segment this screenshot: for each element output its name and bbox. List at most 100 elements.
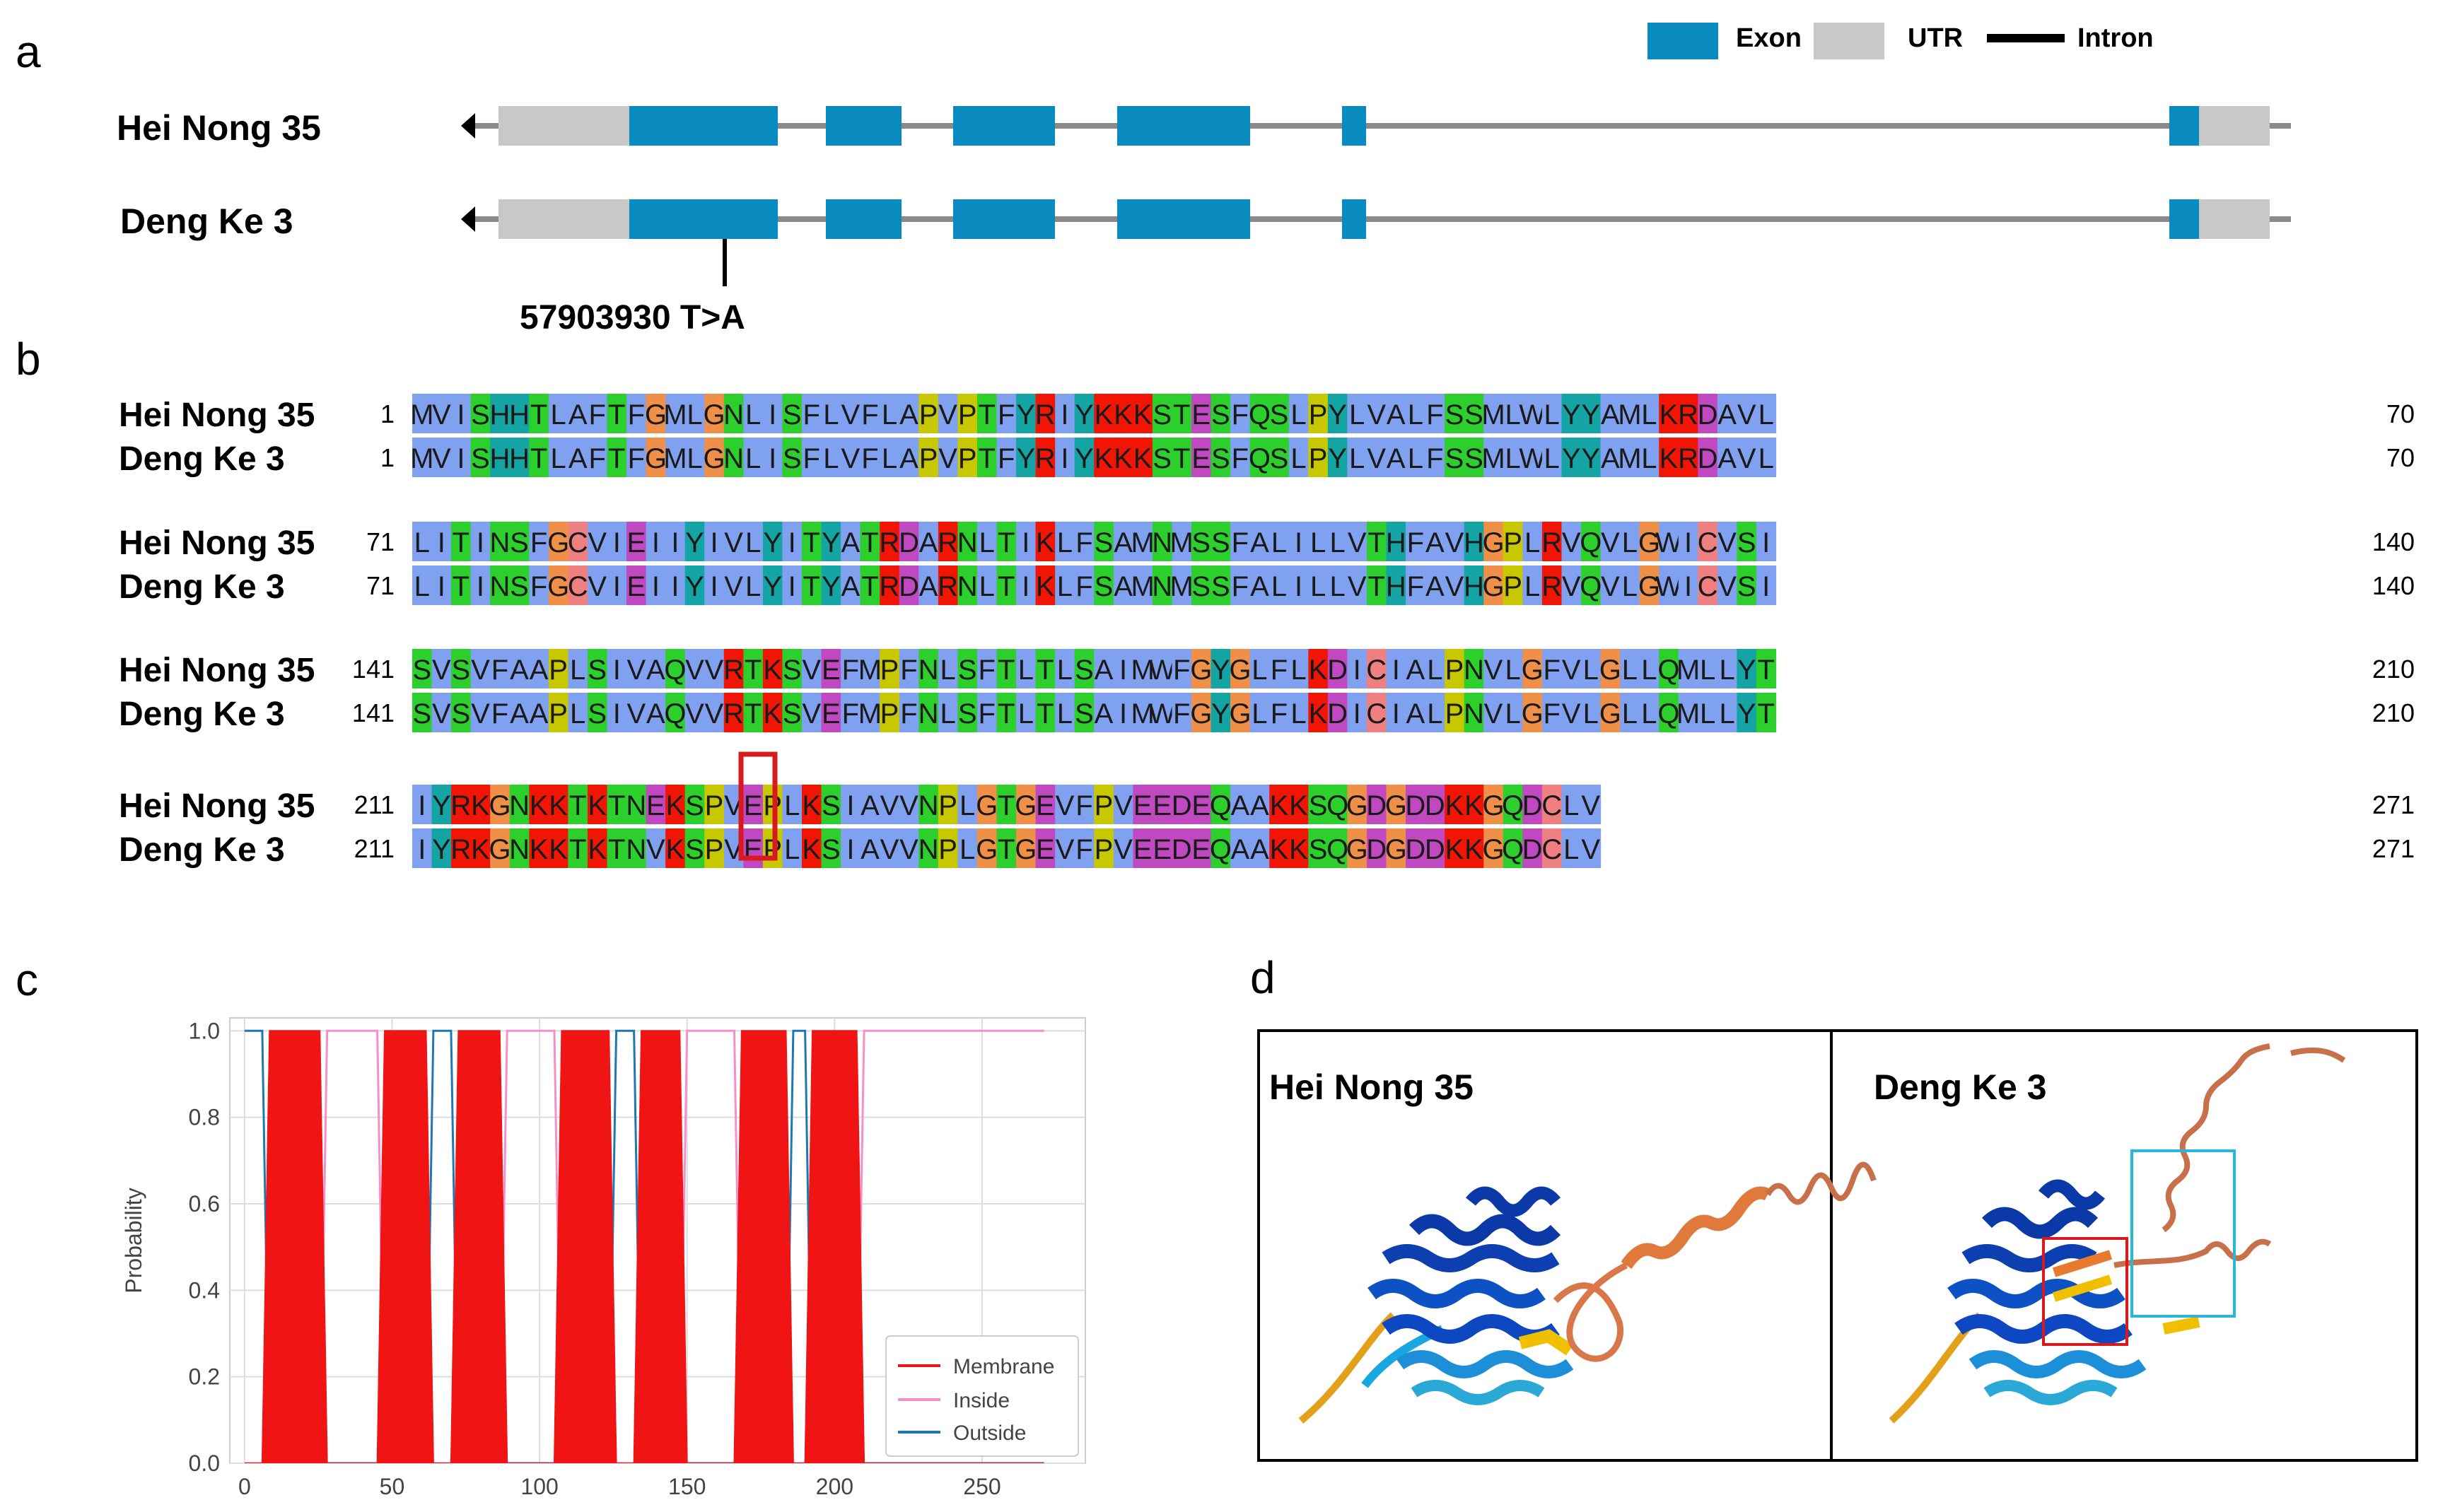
- residue-letter: S: [783, 698, 802, 729]
- residue-cell: [607, 438, 627, 477]
- residue-letter: L: [1505, 698, 1520, 729]
- residue-cell: [1639, 649, 1660, 688]
- residue-letter: S: [1270, 399, 1289, 430]
- residue-letter: A: [919, 527, 938, 558]
- residue-cell: [1113, 828, 1133, 868]
- residue-letter: S: [1445, 443, 1464, 474]
- residue-letter: M: [1618, 399, 1641, 430]
- y-tick-label: 1.0: [189, 1018, 220, 1043]
- residue-cell: [1503, 394, 1523, 433]
- residue-letter: G: [547, 527, 569, 558]
- legend-membrane-label: Membrane: [953, 1355, 1054, 1378]
- residue-letter: F: [1232, 443, 1249, 474]
- residue-letter: L: [1524, 571, 1540, 602]
- residue-cell: [1211, 785, 1231, 824]
- residue-cell: [1698, 649, 1718, 688]
- residue-letter: L: [570, 698, 585, 729]
- residue-letter: Q: [1657, 655, 1679, 686]
- residue-letter: A: [1601, 399, 1620, 430]
- residue-cell: [1288, 394, 1309, 433]
- residue-letter: I: [1353, 655, 1361, 686]
- residue-cell: [1522, 693, 1543, 732]
- residue-letter: A: [530, 655, 549, 686]
- residue-cell: [1561, 828, 1582, 868]
- residue-cell: [1581, 522, 1602, 561]
- residue-letter: N: [626, 790, 646, 821]
- residue-cell: [1522, 785, 1543, 824]
- residue-cell: [1366, 394, 1387, 433]
- residue-letter: R: [1035, 443, 1056, 474]
- structure-label-hei-nong-35: Hei Nong 35: [1269, 1067, 1474, 1107]
- residue-letter: D: [1522, 834, 1543, 865]
- residue-cell: [1230, 438, 1251, 477]
- residue-letter: V: [1562, 655, 1581, 686]
- residue-cell: [1620, 522, 1640, 561]
- residue-letter: S: [412, 698, 431, 729]
- residue-letter: C: [1366, 655, 1387, 686]
- residue-cell: [1230, 565, 1251, 605]
- residue-cell: [1698, 693, 1718, 732]
- residue-cell: [665, 565, 686, 605]
- residue-cell: [1308, 693, 1329, 732]
- residue-letter: S: [1270, 443, 1289, 474]
- residue-letter: I: [1061, 443, 1068, 474]
- residue-cell: [743, 693, 764, 732]
- residue-cell: [470, 828, 491, 868]
- residue-cell: [1483, 785, 1504, 824]
- residue-letter: G: [1638, 571, 1660, 602]
- residue-letter: L: [1018, 655, 1034, 686]
- residue-cell: [1678, 522, 1698, 561]
- residue-cell: [1133, 649, 1153, 688]
- residue-cell: [976, 828, 998, 868]
- residue-cell: [490, 565, 511, 605]
- residue-letter: T: [608, 834, 625, 865]
- residue-cell: [802, 565, 822, 605]
- residue-cell: [782, 828, 803, 868]
- residue-letter: V: [1114, 834, 1133, 865]
- residue-letter: R: [880, 571, 900, 602]
- residue-cell: [1366, 649, 1387, 688]
- residue-letter: E: [1133, 834, 1153, 865]
- residue-letter: F: [842, 655, 859, 686]
- residue-cell: [1581, 649, 1602, 688]
- residue-letter: K: [1114, 399, 1133, 430]
- residue-letter: L: [1524, 527, 1540, 558]
- residue-cell: [1133, 438, 1153, 477]
- residue-cell: [1756, 693, 1777, 732]
- residue-letter: A: [1250, 527, 1269, 558]
- residue-cell: [860, 522, 880, 561]
- residue-cell: [1756, 522, 1777, 561]
- alignment-start-index: 1: [380, 443, 395, 472]
- residue-cell: [1249, 693, 1270, 732]
- residue-cell: [1230, 522, 1251, 561]
- residue-cell: [1522, 522, 1543, 561]
- residue-cell: [1152, 828, 1173, 868]
- residue-cell: [470, 438, 491, 477]
- residue-letter: T: [803, 571, 820, 602]
- residue-cell: [1639, 394, 1660, 433]
- exon-block: [1342, 199, 1366, 239]
- residue-letter: S: [471, 443, 490, 474]
- residue-cell: [1308, 785, 1329, 824]
- residue-letter: L: [1583, 698, 1599, 729]
- residue-letter: S: [1309, 834, 1328, 865]
- residue-cell: [490, 785, 511, 824]
- residue-letter: V: [938, 443, 957, 474]
- residue-letter: C: [1541, 790, 1562, 821]
- residue-cell: [1659, 394, 1679, 433]
- residue-letter: L: [1018, 698, 1034, 729]
- utr-block: [498, 106, 629, 146]
- residue-letter: V: [899, 790, 918, 821]
- residue-cell: [1035, 565, 1056, 605]
- residue-cell: [568, 693, 588, 732]
- residue-cell: [684, 785, 705, 824]
- residue-letter: L: [823, 443, 839, 474]
- residue-letter: A: [568, 399, 588, 430]
- residue-cell: [568, 649, 588, 688]
- residue-letter: S: [1737, 527, 1756, 558]
- residue-cell: [587, 565, 608, 605]
- residue-cell: [1386, 785, 1406, 824]
- residue-letter: L: [940, 655, 956, 686]
- residue-letter: V: [1737, 443, 1756, 474]
- residue-cell: [1600, 394, 1621, 433]
